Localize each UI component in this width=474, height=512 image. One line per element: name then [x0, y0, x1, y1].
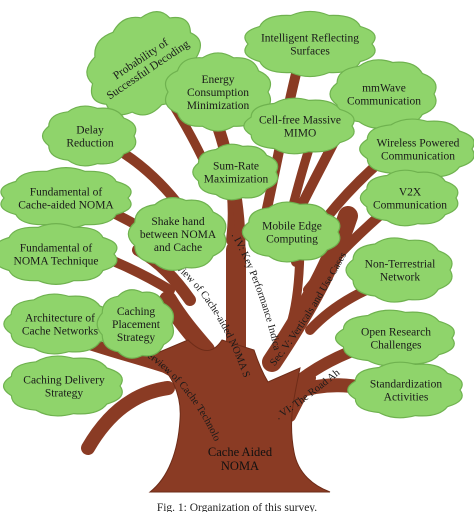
leaf-text-line: Consumption [187, 87, 249, 99]
leaf-text-line: Architecture of [25, 313, 95, 325]
branch-delivery [81, 381, 175, 455]
leaf-text-line: Network [380, 272, 420, 284]
leaf-text-line: Mobile Edge [262, 221, 322, 233]
leaf-text-line: MIMO [284, 128, 317, 140]
leaf-text-line: Surfaces [290, 46, 330, 58]
leaf-text-line: Standardization [370, 379, 442, 391]
leaf-text-line: Fundamental of [20, 243, 93, 255]
leaf-text-line: Intelligent Reflecting [261, 33, 359, 45]
leaf-cloud-shape [127, 197, 227, 271]
root-label-line: Cache Aided [208, 445, 273, 459]
leaf-text-line: Caching Delivery [23, 375, 105, 387]
leaf-cloud-shape [359, 169, 459, 227]
leaf-cloud-shape [334, 309, 455, 367]
leaf-text-line: Delay [76, 125, 104, 137]
leaf-text-line: Computing [266, 234, 318, 246]
leaf-text-line: mmWave [362, 83, 406, 95]
leaf-cloud-shape [3, 293, 115, 355]
leaf-text-line: NOMA Technique [14, 256, 99, 268]
leaf-text-line: and Cache [154, 242, 202, 254]
leaf-cloud-shape [96, 289, 175, 359]
leaf-text-line: Strategy [117, 332, 156, 344]
leaf-cloud-shape [2, 355, 123, 417]
leaf-cloud-shape [243, 97, 355, 155]
leaf-cloud-shape [241, 201, 341, 263]
leaf-text-line: V2X [399, 187, 422, 199]
leaf-text-line: Wireless Powered [377, 138, 460, 150]
leaf-cloud-shape [192, 143, 279, 201]
leaf-text-line: Minimization [187, 100, 250, 112]
leaf-text-line: Reduction [66, 138, 114, 150]
leaf-text-line: between NOMA [140, 229, 217, 241]
leaf-cloud-shape [41, 105, 137, 167]
leaf-text-line: Communication [347, 96, 421, 108]
leaf-text-line: Fundamental of [30, 187, 103, 199]
leaf-cloud-shape [345, 237, 453, 303]
leaf-cloud-shape [0, 167, 132, 229]
figure-caption: Fig. 1: Organization of this survey. [157, 502, 317, 512]
leaf-text-line: Cache-aided NOMA [18, 200, 114, 212]
leaf-text-line: Activities [384, 392, 429, 404]
leaf-cloud-shape [347, 361, 463, 419]
leaf-text-line: Sum-Rate [213, 161, 259, 173]
leaf-text-line: Non-Terrestrial [365, 259, 436, 271]
leaf-text-line: Energy [201, 74, 234, 86]
branch-sec3 [159, 291, 215, 359]
leaf-text-line: Open Research [361, 327, 431, 339]
branch-sec5 [262, 206, 358, 372]
leaf-text-line: Cache Networks [22, 326, 99, 338]
leaf-text-line: Communication [381, 151, 455, 163]
leaf-text-line: Placement [112, 319, 161, 331]
leaf-text-line: Maximization [204, 174, 269, 186]
leaf-text-line: Caching [117, 306, 156, 318]
leaf-cloud-shape [359, 118, 474, 180]
leaf-text-line: Challenges [370, 340, 422, 352]
trunk-shape [148, 339, 331, 493]
leaf-text-line: Strategy [45, 388, 84, 400]
root-label-line: NOMA [221, 459, 259, 473]
leaf-text-line: Cell-free Massive [259, 115, 341, 127]
leaf-cloud-shape [0, 223, 118, 285]
tree-trunk [148, 339, 331, 493]
leaf-text-line: Shake hand [151, 216, 205, 228]
leaf-text-line: Communication [373, 200, 447, 212]
